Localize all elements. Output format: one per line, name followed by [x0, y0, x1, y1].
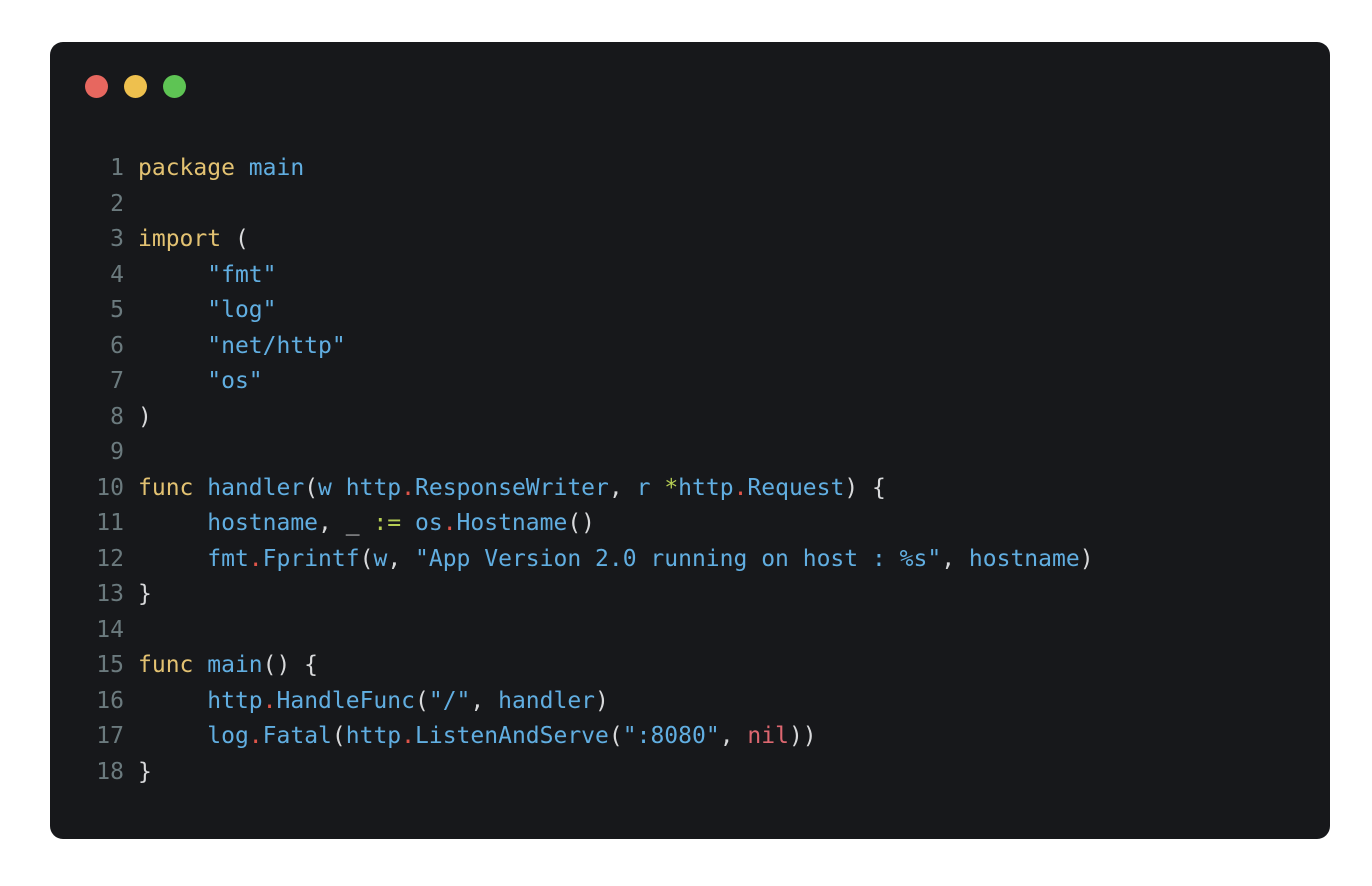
code-text: package main — [138, 155, 305, 181]
line-number: 9 — [110, 439, 124, 465]
code-text: func main() { — [138, 652, 319, 678]
line-number: 8 — [110, 403, 124, 430]
traffic-lights — [85, 75, 1330, 98]
code-text: } — [138, 581, 152, 607]
line-number: 15 — [96, 652, 124, 678]
line-number: 4 — [110, 261, 124, 288]
line-number: 5 — [110, 297, 124, 323]
line-number: 6 — [110, 332, 124, 359]
code-text: hostname, _ := os.Hostname() — [207, 510, 596, 536]
close-button[interactable] — [85, 75, 108, 98]
code-text: "log" — [207, 297, 277, 323]
code-text: "os" — [207, 368, 263, 394]
code-line: 9 — [95, 435, 1330, 471]
code-line: 4 "fmt" — [95, 258, 1330, 294]
code-text: fmt.Fprintf(w, "App Version 2.0 running … — [207, 545, 1094, 572]
code-line: 3 import ( — [95, 222, 1330, 258]
line-number: 7 — [110, 368, 124, 394]
code-text: } — [138, 758, 152, 785]
line-number: 18 — [96, 758, 124, 785]
line-number: 3 — [110, 226, 124, 252]
code-line: 13} — [95, 577, 1330, 613]
code-line: 11 hostname, _ := os.Hostname() — [95, 506, 1330, 542]
code-line: 6 "net/http" — [95, 329, 1330, 365]
code-line: 2 — [95, 187, 1330, 223]
line-number: 1 — [110, 155, 124, 181]
line-number: 2 — [110, 190, 124, 217]
code-text: import ( — [138, 226, 249, 252]
code-line: 5 "log" — [95, 293, 1330, 329]
code-line: 17 log.Fatal(http.ListenAndServe(":8080"… — [95, 719, 1330, 755]
line-number: 11 — [96, 510, 124, 536]
line-number: 14 — [96, 616, 124, 643]
line-number: 10 — [96, 474, 124, 501]
minimize-button[interactable] — [124, 75, 147, 98]
zoom-button[interactable] — [163, 75, 186, 98]
code-text: ) — [138, 403, 152, 430]
code-text: "fmt" — [207, 261, 277, 288]
code-text: "net/http" — [207, 332, 346, 359]
code-line: 10 func handler(w http.ResponseWriter, r … — [95, 471, 1330, 507]
code-line: 15 func main() { — [95, 648, 1330, 684]
line-number: 16 — [96, 687, 124, 714]
code-line: 18} — [95, 755, 1330, 791]
code-text: func handler(w http.ResponseWriter, r *h… — [138, 474, 886, 501]
code-text: log.Fatal(http.ListenAndServe(":8080", n… — [207, 723, 817, 749]
code-line: 8) — [95, 400, 1330, 436]
line-number: 17 — [96, 723, 124, 749]
line-number: 12 — [96, 545, 124, 572]
code-line: 16 http.HandleFunc("/", handler) — [95, 684, 1330, 720]
line-number: 13 — [96, 581, 124, 607]
code-line: 12 fmt.Fprintf(w, "App Version 2.0 runni… — [95, 542, 1330, 578]
code-line: 14 — [95, 613, 1330, 649]
code-line: 7 "os" — [95, 364, 1330, 400]
code-line: 1 package main — [95, 151, 1330, 187]
code-text: http.HandleFunc("/", handler) — [207, 687, 609, 714]
